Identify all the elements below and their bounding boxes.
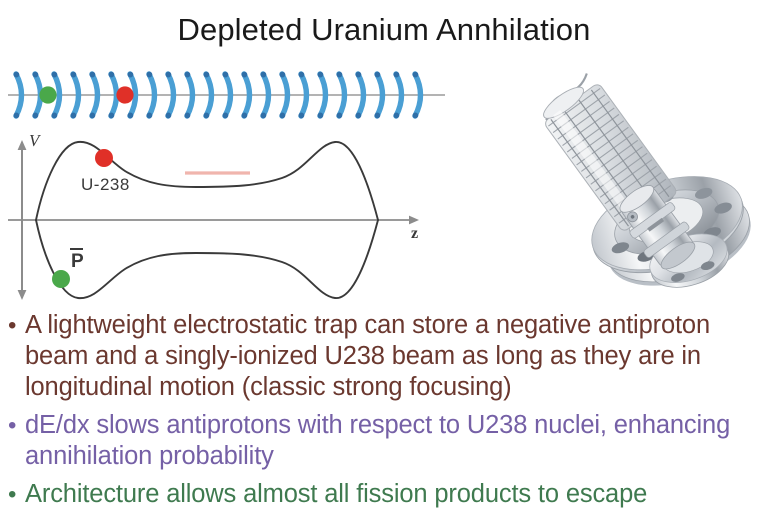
- axis-label-z: z: [411, 225, 418, 242]
- potential-plot: V z U-238 P: [8, 131, 419, 300]
- vacuum-flange-trap-assembly: [540, 58, 768, 308]
- bullet-item-3: • Architecture allows almost all fission…: [8, 479, 764, 510]
- bullet-list: • A lightweight electrostatic trap can s…: [8, 310, 764, 517]
- bullet-item-2: • dE/dx slows antiprotons with respect t…: [8, 410, 764, 472]
- lower-potential-curve: [35, 219, 379, 299]
- bullet-text-3: Architecture allows almost all fission p…: [25, 480, 648, 508]
- label-pbar: P: [70, 248, 84, 272]
- upper-potential-curve: [35, 141, 379, 221]
- bullet-item-1: • A lightweight electrostatic trap can s…: [8, 310, 764, 403]
- antiproton-marker-curve: [52, 270, 70, 288]
- bullet-marker-icon: •: [8, 312, 17, 339]
- axis-label-v: V: [29, 131, 42, 150]
- uranium-ion-dot-beamline: [116, 86, 134, 104]
- label-u238: U-238: [81, 175, 130, 194]
- electrostatic-trap-diagram: V z U-238 P: [0, 60, 470, 305]
- bullet-text-2: dE/dx slows antiprotons with respect to …: [25, 411, 731, 470]
- bullet-marker-icon: •: [8, 412, 17, 439]
- bullet-marker-icon: •: [8, 481, 17, 508]
- svg-text:P: P: [71, 251, 84, 272]
- central-shaft-assembly: [619, 185, 696, 270]
- antiproton-dot-beamline: [39, 86, 57, 104]
- page-title: Depleted Uranium Annhilation: [177, 12, 591, 47]
- bullet-text-1: A lightweight electrostatic trap can sto…: [25, 311, 710, 401]
- uranium-ion-marker-curve: [95, 149, 113, 167]
